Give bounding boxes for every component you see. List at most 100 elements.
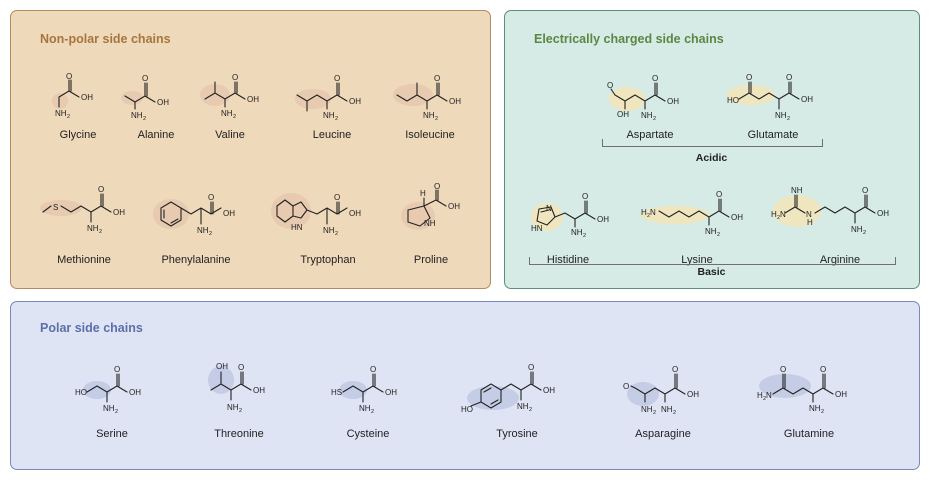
phenylalanine-label: Phenylalanine (161, 254, 231, 266)
svg-text:NH: NH (221, 109, 233, 118)
svg-text:HO: HO (75, 388, 87, 397)
nonpolar-title: Non-polar side chains (40, 32, 171, 46)
svg-text:O: O (370, 365, 376, 374)
svg-text:2: 2 (239, 408, 242, 414)
svg-text:N: N (766, 391, 772, 400)
asparagine-label: Asparagine (635, 428, 691, 440)
svg-text:OH: OH (801, 95, 813, 104)
svg-text:2: 2 (99, 229, 102, 235)
svg-text:NH: NH (323, 226, 335, 235)
svg-text:OH: OH (543, 386, 555, 395)
svg-text:OH: OH (349, 209, 361, 218)
svg-text:2: 2 (209, 231, 212, 237)
svg-text:2: 2 (583, 233, 586, 239)
svg-text:OH: OH (667, 97, 679, 106)
svg-text:2: 2 (371, 409, 374, 415)
isoleucine-label: Isoleucine (405, 129, 455, 141)
svg-text:OH: OH (731, 213, 743, 222)
proline-label: Proline (413, 254, 449, 266)
svg-text:O: O (786, 73, 792, 82)
svg-text:HS: HS (331, 388, 342, 397)
glutamate-label: Glutamate (747, 129, 799, 141)
svg-text:O: O (238, 363, 244, 372)
arginine-label: Arginine (819, 254, 861, 266)
proline-structure: H NH OOH (401, 182, 460, 230)
polar-title: Polar side chains (40, 321, 143, 335)
svg-text:NH: NH (197, 226, 209, 235)
svg-text:NH: NH (424, 219, 436, 228)
svg-text:NH: NH (227, 403, 239, 412)
svg-text:OH: OH (157, 98, 169, 107)
leucine-label: Leucine (312, 129, 352, 141)
svg-text:NH: NH (323, 111, 335, 120)
svg-text:NH: NH (423, 111, 435, 120)
glutamine-label: Glutamine (783, 428, 835, 440)
svg-text:HN: HN (291, 223, 303, 232)
tryptophan-label: Tryptophan (300, 254, 356, 266)
svg-text:2: 2 (435, 116, 438, 122)
svg-text:2: 2 (653, 116, 656, 122)
svg-text:O: O (820, 365, 826, 374)
alanine-label: Alanine (137, 129, 175, 141)
svg-text:H: H (420, 189, 426, 198)
svg-text:O: O (434, 74, 440, 83)
svg-text:OH: OH (617, 110, 629, 119)
svg-text:O: O (232, 73, 238, 82)
svg-text:2: 2 (115, 409, 118, 415)
svg-text:O: O (582, 192, 588, 201)
svg-text:NH: NH (571, 228, 583, 237)
svg-text:NH: NH (705, 227, 717, 236)
acidic-bracket (602, 139, 823, 147)
svg-text:NH: NH (809, 404, 821, 413)
svg-text:OH: OH (835, 390, 847, 399)
svg-text:OH: OH (216, 362, 228, 371)
svg-text:2: 2 (233, 114, 236, 120)
svg-text:OH: OH (129, 388, 141, 397)
cysteine-label: Cysteine (346, 428, 390, 440)
svg-text:2: 2 (67, 114, 70, 120)
svg-text:O: O (98, 185, 104, 194)
aspartate-label: Aspartate (626, 129, 674, 141)
svg-text:O: O (208, 193, 214, 202)
basic-label: Basic (697, 266, 726, 278)
serine-label: Serine (96, 428, 128, 440)
charged-panel: Electrically charged side chains O OH O O… (504, 10, 920, 289)
svg-text:2: 2 (821, 409, 824, 415)
svg-text:2: 2 (717, 232, 720, 238)
svg-text:NH: NH (641, 111, 653, 120)
svg-text:2: 2 (143, 116, 146, 122)
tyrosine-label: Tyrosine (496, 428, 538, 440)
histidine-label: Histidine (546, 254, 590, 266)
charged-title: Electrically charged side chains (534, 32, 724, 46)
svg-text:H: H (757, 391, 763, 400)
svg-text:NH: NH (791, 186, 803, 195)
svg-text:NH: NH (641, 405, 653, 414)
svg-text:O: O (334, 193, 340, 202)
svg-text:2: 2 (673, 410, 676, 416)
svg-text:H: H (641, 208, 647, 217)
svg-text:2: 2 (335, 231, 338, 237)
svg-text:2: 2 (763, 396, 766, 402)
svg-text:N: N (806, 210, 812, 219)
svg-text:NH: NH (661, 405, 673, 414)
